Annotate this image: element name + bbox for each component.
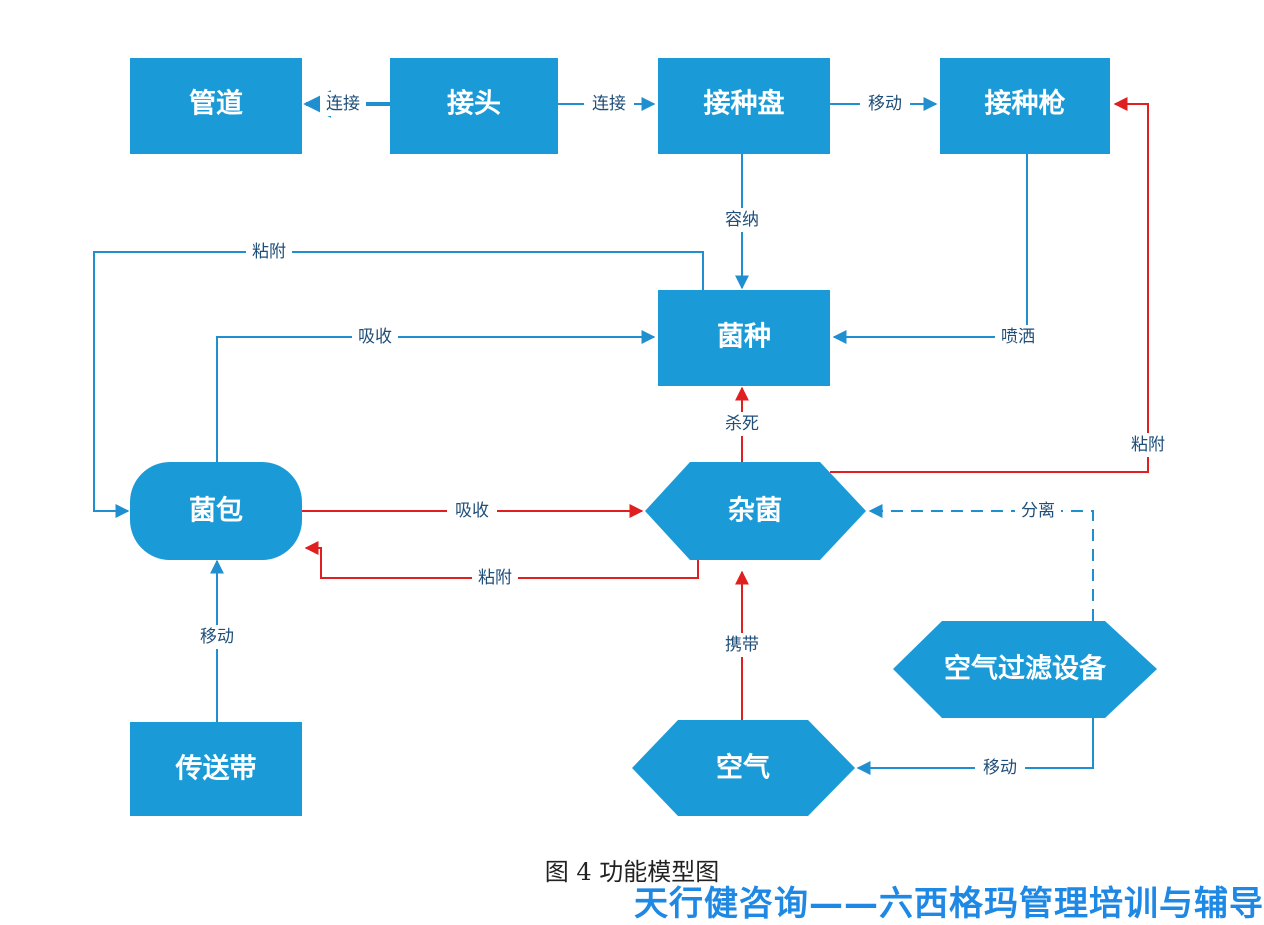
watermark-text: 天行健咨询——六西格玛管理培训与辅导 xyxy=(634,884,1264,924)
edge-gun-to-strain xyxy=(832,154,1028,344)
node-inoculation-tray-label: 接种盘 xyxy=(704,88,785,120)
node-air-label: 空气 xyxy=(716,752,770,784)
node-conveyor-belt xyxy=(130,722,302,816)
node-air-filter-label: 空气过滤设备 xyxy=(944,653,1107,685)
edge-label-tray-to-strain: 容纳 xyxy=(725,210,759,230)
edge-label-bag-to-strain: 吸收 xyxy=(358,327,392,347)
node-conveyor-belt-label: 传送带 xyxy=(175,754,257,785)
edge-label-conveyor-to-bag: 移动 xyxy=(200,627,234,647)
node-inoculation-gun-label: 接种枪 xyxy=(985,88,1067,120)
edge-filter-to-contaminant xyxy=(868,504,1094,621)
figure-caption: 图 4 功能模型图 xyxy=(544,858,720,886)
edge-filter-to-air xyxy=(856,718,1094,775)
edge-label-strain-to-bag: 粘附 xyxy=(252,242,286,262)
edge-label-filter-to-air: 移动 xyxy=(983,758,1017,778)
node-joint xyxy=(390,58,558,154)
edge-bag-to-strain xyxy=(216,330,656,463)
edge-label-gun-to-strain: 喷洒 xyxy=(1001,327,1035,347)
edge-label-tray-to-gun: 移动 xyxy=(868,94,902,114)
edge-label-bag-to-contaminant: 吸收 xyxy=(455,501,489,521)
node-air-filter xyxy=(893,621,1157,718)
edge-label-contaminant-to-gun: 粘附 xyxy=(1131,435,1165,455)
edge-label-joint-to-pipe: 连接 xyxy=(326,94,360,114)
node-contaminant-label: 杂菌 xyxy=(728,496,782,527)
node-strain xyxy=(658,290,830,386)
node-pipe-label: 管道 xyxy=(189,88,243,120)
edge-label-contaminant-to-bag: 粘附 xyxy=(478,568,512,588)
node-fungus-bag-label: 菌包 xyxy=(189,495,243,527)
node-contaminant xyxy=(645,462,866,560)
edge-label-joint-to-tray: 连接 xyxy=(592,94,626,114)
edge-label-air-to-contaminant: 携带 xyxy=(725,635,759,655)
node-fungus-bag xyxy=(130,462,302,560)
node-pipe xyxy=(130,58,302,154)
node-inoculation-gun xyxy=(940,58,1110,154)
edge-strain-to-bag xyxy=(93,251,704,518)
node-air xyxy=(632,720,855,816)
node-strain-label: 菌种 xyxy=(717,322,771,353)
edge-contaminant-to-bag xyxy=(304,541,699,579)
node-joint-label: 接头 xyxy=(447,89,501,120)
edge-label-filter-to-contaminant: 分离 xyxy=(1021,501,1055,521)
edge-contaminant-to-gun xyxy=(830,97,1149,473)
edge-label-contaminant-to-strain: 杀死 xyxy=(725,414,759,434)
node-inoculation-tray xyxy=(658,58,830,154)
